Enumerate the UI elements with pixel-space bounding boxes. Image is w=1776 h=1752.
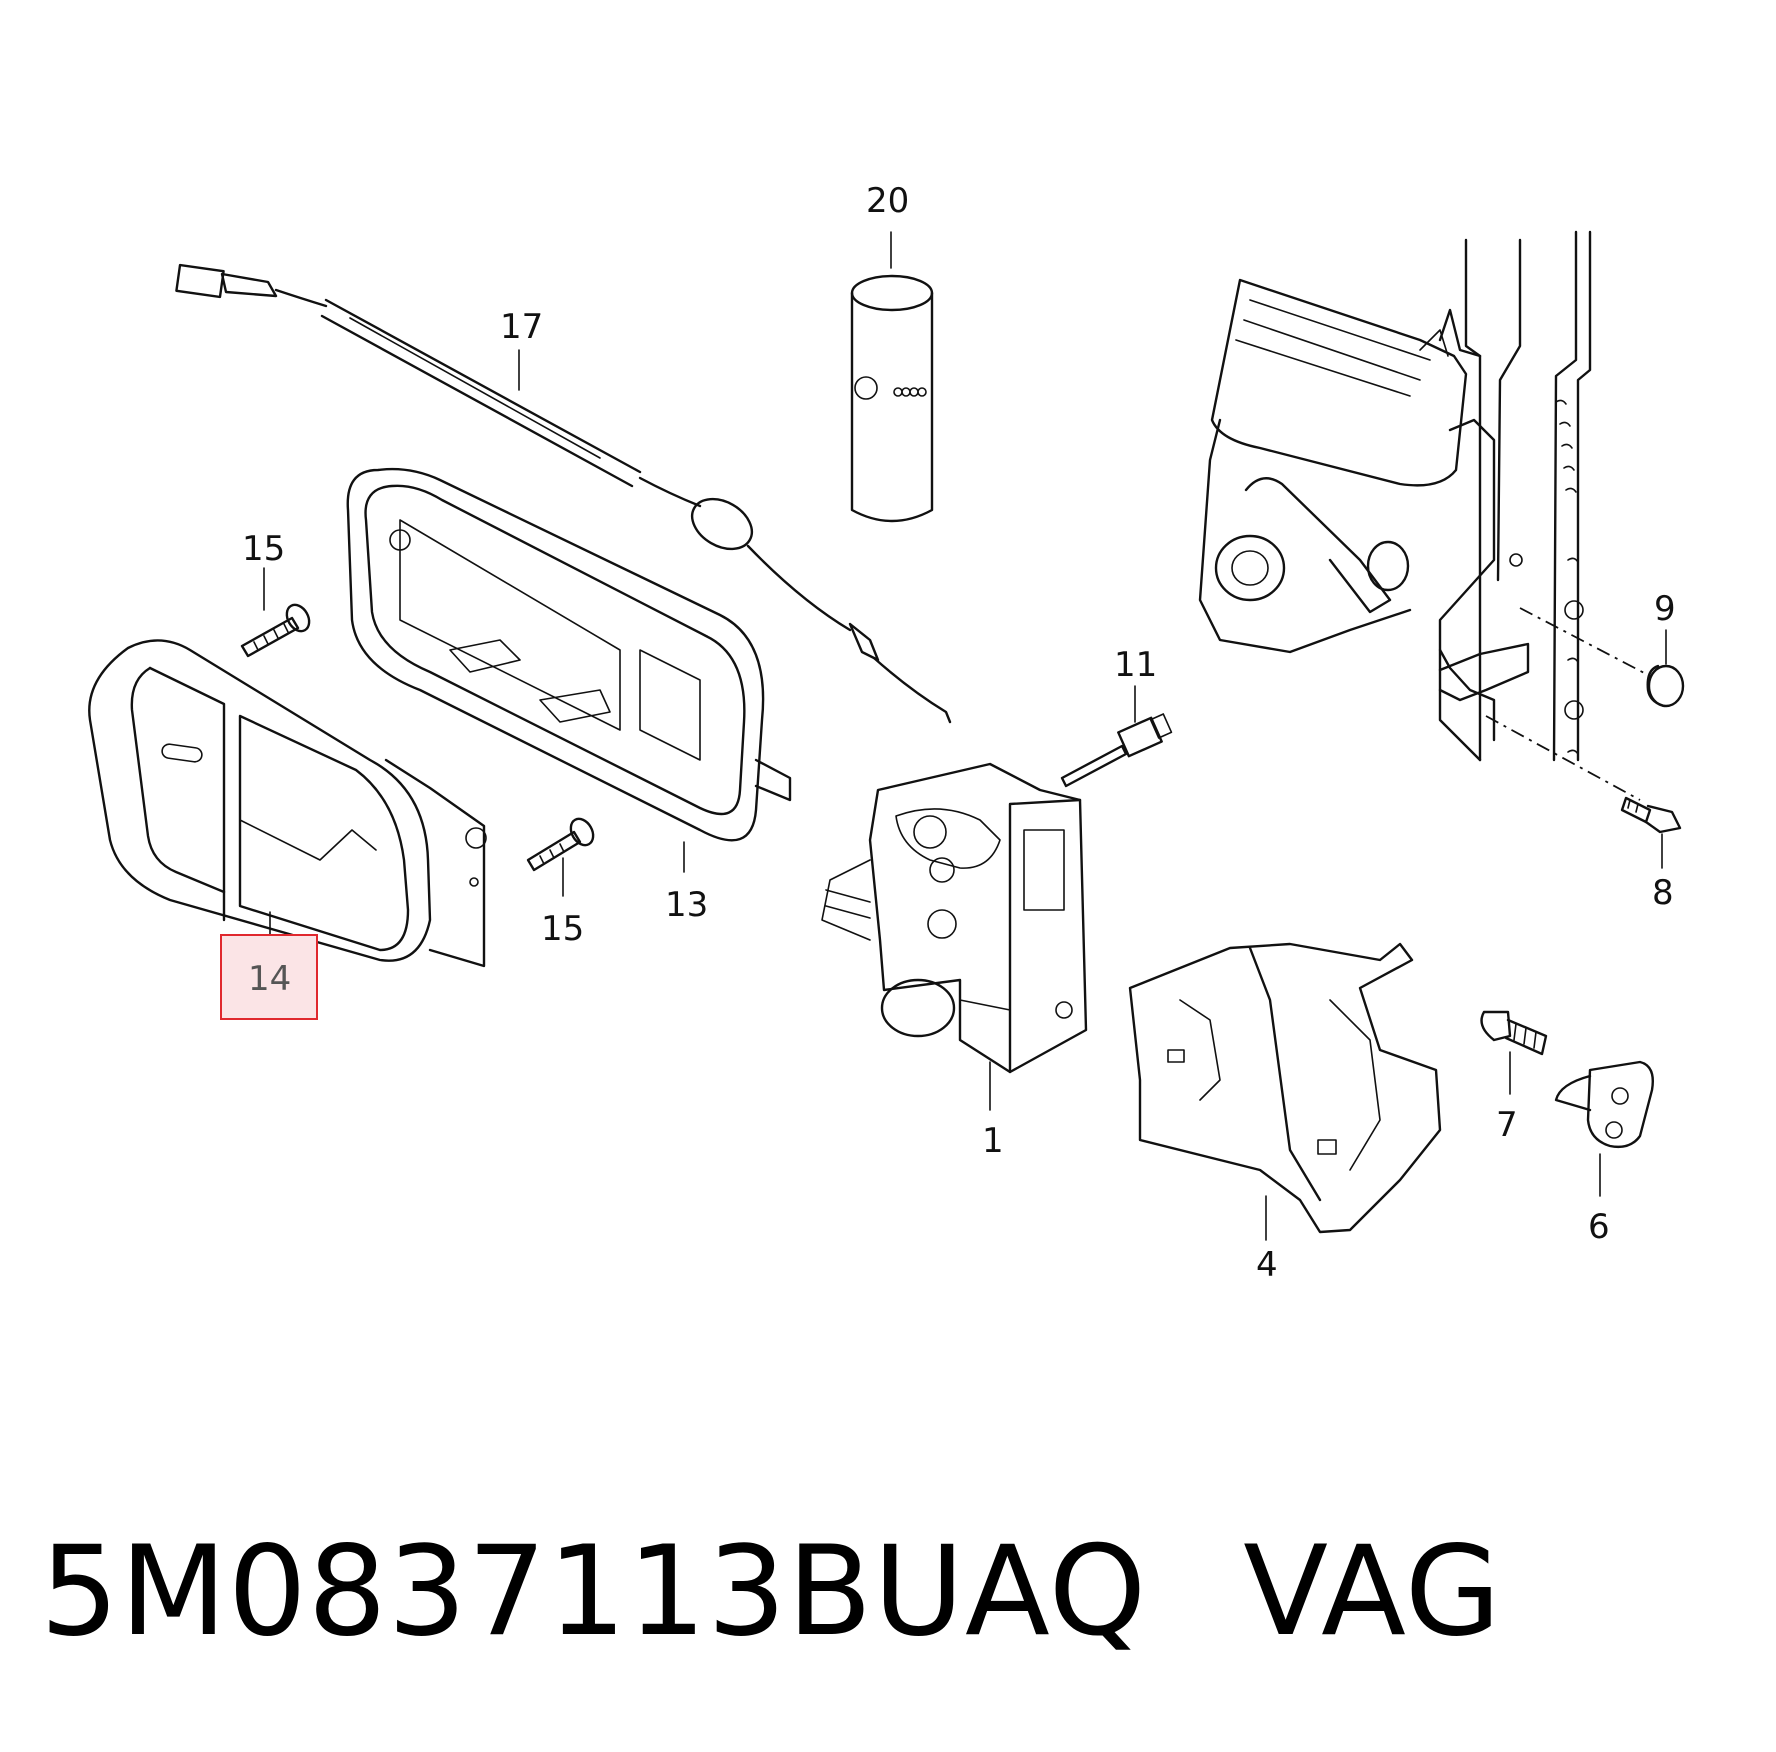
door-body-panel bbox=[1198, 230, 1651, 801]
callout-8: 8 bbox=[1652, 873, 1674, 913]
callout-6: 6 bbox=[1588, 1207, 1610, 1247]
part-15-screw-upper bbox=[240, 567, 311, 658]
part-8-bolt bbox=[1620, 796, 1682, 869]
callout-15-upper: 15 bbox=[242, 529, 285, 569]
callout-14: 14 bbox=[248, 959, 291, 999]
callout-20: 20 bbox=[866, 181, 909, 221]
callout-9: 9 bbox=[1654, 589, 1676, 629]
part-7-striker-bolt bbox=[1480, 1010, 1548, 1095]
door-edge-holes bbox=[1555, 399, 1579, 755]
part-4-lock-cover bbox=[1128, 942, 1442, 1241]
part-13-handle-housing bbox=[346, 467, 792, 873]
part-9-plug bbox=[1646, 629, 1685, 708]
callout-15-lower: 15 bbox=[541, 909, 584, 949]
part-number-footer: 5M0837113BUAQ VAG bbox=[40, 1520, 1502, 1664]
callout-14-highlight-box bbox=[220, 934, 318, 1020]
callout-1: 1 bbox=[982, 1121, 1004, 1161]
callout-4: 4 bbox=[1256, 1245, 1278, 1285]
brand-name: VAG bbox=[1243, 1520, 1502, 1664]
part-number: 5M0837113BUAQ bbox=[40, 1520, 1148, 1664]
callout-13: 13 bbox=[665, 885, 708, 925]
part-17-release-cable bbox=[175, 263, 952, 724]
callout-17: 17 bbox=[500, 307, 543, 347]
part-14-interior-handle bbox=[88, 639, 487, 968]
part-1-door-lock bbox=[821, 762, 1088, 1111]
part-6-striker bbox=[1554, 1060, 1654, 1197]
part-20-grease-can bbox=[850, 231, 934, 523]
part-15-screw-lower bbox=[526, 817, 595, 897]
part-11-pin bbox=[1060, 685, 1173, 788]
callout-11: 11 bbox=[1114, 645, 1157, 685]
callout-7: 7 bbox=[1496, 1105, 1518, 1145]
